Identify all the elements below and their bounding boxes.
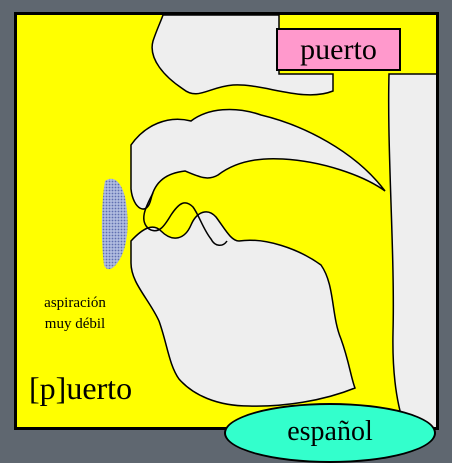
- vocal-tract-panel: aspiración muy débil [p]uerto: [14, 12, 439, 430]
- aspiration-mark: [102, 179, 128, 269]
- slide: aspiración muy débil [p]uerto puerto esp…: [0, 0, 452, 433]
- oral-cavity: [131, 212, 355, 406]
- aspiration-note-line1: aspiración: [24, 293, 126, 314]
- pharynx: [389, 74, 439, 430]
- language-badge: español: [224, 403, 436, 463]
- upper-oral-cavity: [131, 109, 385, 209]
- vocal-tract-diagram: [17, 15, 439, 430]
- word-label: puerto: [276, 28, 401, 71]
- aspiration-note: aspiración muy débil: [24, 293, 126, 335]
- phonetic-transcription: [p]uerto: [29, 369, 132, 407]
- aspiration-note-line2: muy débil: [24, 314, 126, 335]
